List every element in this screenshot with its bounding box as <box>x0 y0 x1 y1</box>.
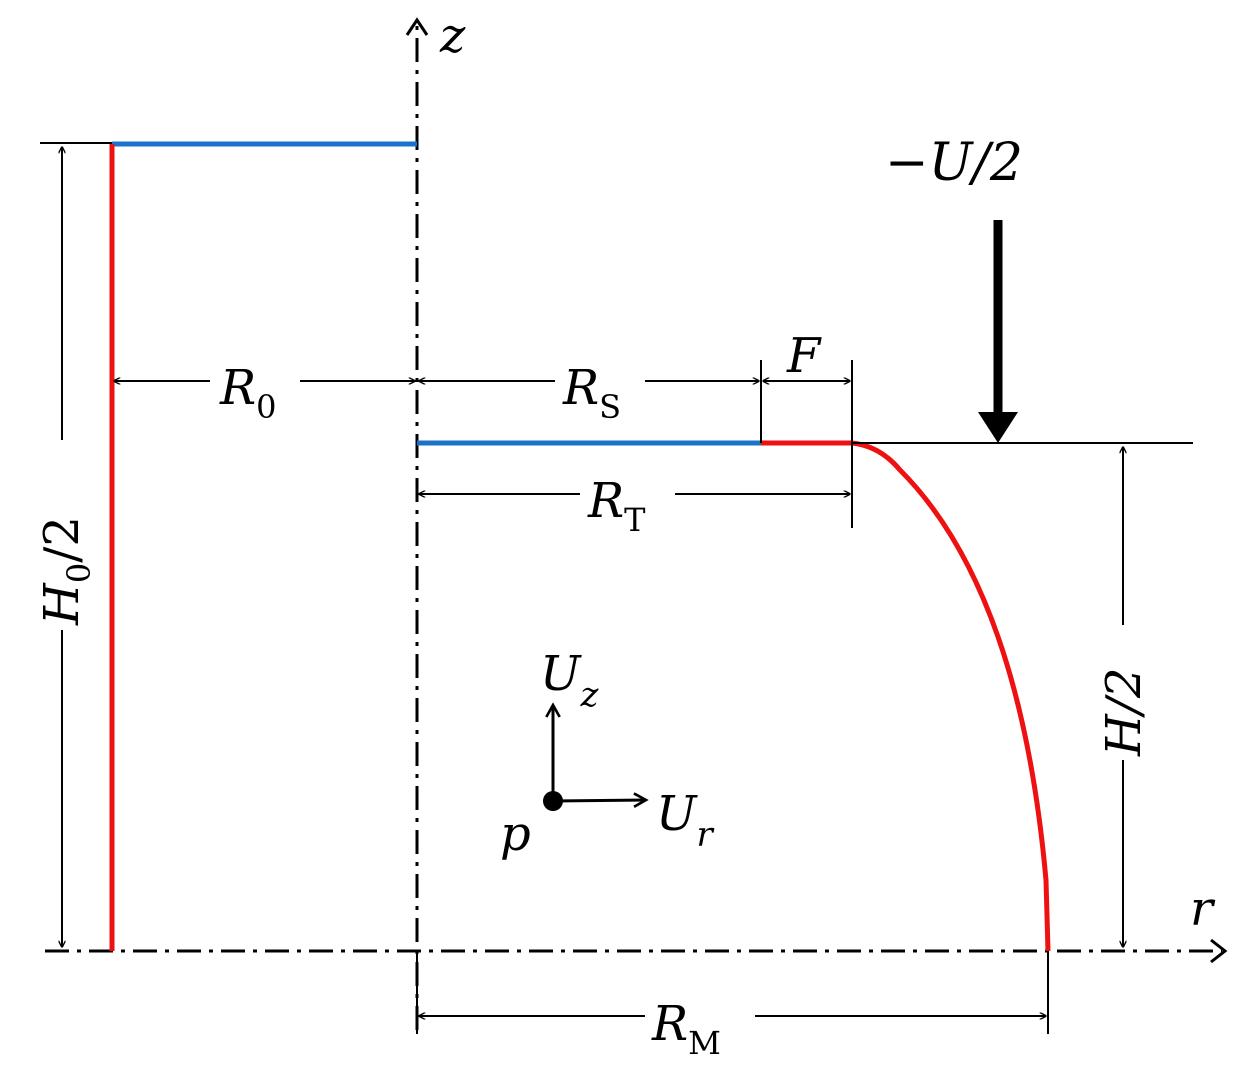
load-arrowhead <box>978 412 1018 443</box>
point-p <box>543 791 563 811</box>
r0-label: R0 <box>219 360 277 426</box>
point-p-label: p <box>500 806 531 862</box>
r-axis-label: r <box>1190 881 1216 937</box>
h0-half-label: H0/2 <box>34 516 98 626</box>
f-label: F <box>786 328 822 384</box>
h-half-label: H/2 <box>1096 667 1152 757</box>
rs-label: RS <box>562 360 621 426</box>
z-axis-label: z <box>439 8 466 64</box>
bulged-side-surface <box>851 440 1051 952</box>
z-axis-arrowhead <box>405 17 429 36</box>
ur-label: Ur <box>656 786 714 855</box>
rt-label: RT <box>587 473 646 539</box>
ur-vector <box>552 800 646 801</box>
r-axis-arrowhead <box>1210 938 1228 964</box>
rm-label: RM <box>651 996 721 1062</box>
uz-label: Uz <box>540 646 599 715</box>
load-label: −U/2 <box>885 133 1023 193</box>
